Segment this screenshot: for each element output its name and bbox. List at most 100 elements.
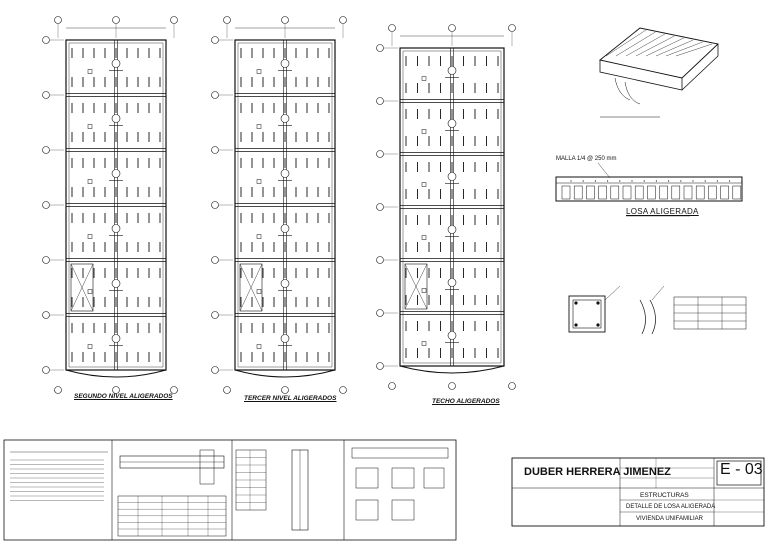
- axis-bubble-left: [211, 91, 219, 99]
- column-rebar: [574, 323, 578, 327]
- axis-bubble-left: [211, 366, 219, 374]
- section-rebar-dot: [668, 180, 670, 182]
- column-rebar: [574, 301, 578, 305]
- balcony-curve: [234, 369, 336, 378]
- section-brick: [732, 185, 742, 200]
- section-marker: [280, 279, 290, 288]
- title-block-frame: [511, 457, 765, 527]
- balcony-curve: [399, 365, 505, 374]
- section-marker: [280, 334, 290, 343]
- axis-bubble-left: [376, 309, 384, 317]
- axis-bubble-left: [42, 146, 50, 154]
- section-rebar-dot: [741, 180, 743, 182]
- values-table: [117, 495, 227, 537]
- iso-slab-side: [681, 44, 719, 91]
- opening-mark: [256, 69, 262, 74]
- opening-mark: [87, 344, 93, 349]
- slab-section-detail: [555, 162, 743, 217]
- axis-bubble-left: [376, 203, 384, 211]
- plan-inner-outline: [237, 42, 333, 368]
- section-marker: [111, 59, 121, 68]
- opening-mark: [87, 234, 93, 239]
- plan-title-techo: TECHO ALIGERADOS: [432, 398, 500, 405]
- axis-bubble-left: [376, 44, 384, 52]
- section-brick: [573, 185, 583, 200]
- section-rebar-dot: [716, 180, 719, 182]
- plan-title-tercer: TERCER NIVEL ALIGERADOS: [244, 395, 337, 402]
- axis-bubble-top: [448, 24, 456, 32]
- detail-sketch: [355, 467, 379, 489]
- balcony-curve: [65, 369, 167, 378]
- iso-joist: [655, 39, 694, 57]
- axis-bubble-top: [281, 16, 289, 24]
- plan-tercer: [211, 16, 347, 394]
- opening-mark: [421, 341, 427, 346]
- section-brick: [683, 185, 693, 200]
- opening-mark: [256, 179, 262, 184]
- section-rebar-dot: [643, 180, 645, 182]
- section-marker: [111, 114, 121, 123]
- opening-mark: [421, 235, 427, 240]
- section-brick: [598, 185, 607, 200]
- iso-joist: [635, 35, 675, 57]
- section-brick: [671, 185, 681, 200]
- malla-leader: [597, 162, 611, 179]
- axis-bubble-top: [388, 24, 396, 32]
- axis-bubble-bottom: [388, 382, 396, 390]
- section-marker: [111, 279, 121, 288]
- stair-diagonal: [404, 263, 428, 310]
- opening-mark: [421, 288, 427, 293]
- plan-inner-outline: [402, 50, 502, 364]
- axis-bubble-left: [211, 256, 219, 264]
- axis-bubble-bottom: [112, 386, 120, 394]
- section-rebar-dot: [570, 180, 572, 182]
- axis-bubble-left: [376, 256, 384, 264]
- plan-segundo: [42, 16, 178, 394]
- losa-section-title: LOSA ALIGERADA: [626, 207, 699, 216]
- iso-joist: [645, 37, 684, 57]
- section-brick: [695, 185, 705, 200]
- section-marker: [280, 114, 290, 123]
- iso-joist: [615, 31, 656, 57]
- iso-joist: [675, 43, 713, 57]
- axis-bubble-left: [42, 201, 50, 209]
- opening-mark: [256, 344, 262, 349]
- project-name: VIVIENDA UNIFAMILIAR: [636, 516, 704, 522]
- opening-mark: [421, 129, 427, 134]
- sheet-code: E - 03: [720, 461, 763, 478]
- section-marker: [447, 331, 457, 340]
- section-brick: [586, 185, 595, 200]
- sheet-title: DETALLE DE LOSA ALIGERADA: [626, 504, 716, 510]
- opening-mark: [421, 182, 427, 187]
- axis-bubble-top: [54, 16, 62, 24]
- designer-name: DUBER HERRERA JIMENEZ: [524, 466, 671, 478]
- plan-outline: [399, 47, 505, 367]
- section-brick: [634, 185, 644, 200]
- section-marker: [111, 334, 121, 343]
- detail-table: [351, 447, 449, 459]
- hook-detail: [639, 299, 646, 335]
- section-rebar-dot: [704, 180, 706, 182]
- iso-leader: [624, 81, 641, 105]
- axis-bubble-left: [376, 362, 384, 370]
- notes-frame: [3, 439, 457, 541]
- axis-bubble-bottom: [448, 382, 456, 390]
- column-stirrup-detail: [568, 285, 747, 335]
- section-marker: [447, 278, 457, 287]
- section-brick: [720, 185, 729, 200]
- axis-bubble-left: [376, 97, 384, 105]
- malla-label: MALLA 1/4 @ 250 mm: [556, 156, 617, 162]
- plan-outline: [234, 39, 336, 371]
- detail-sketch: [355, 499, 379, 521]
- section-rebar-dot: [607, 180, 609, 182]
- section-marker: [447, 172, 457, 181]
- axis-bubble-top: [339, 16, 347, 24]
- axis-bubble-top: [508, 24, 516, 32]
- column-leader: [604, 285, 621, 301]
- axis-bubble-bottom: [281, 386, 289, 394]
- plan-outline: [65, 39, 167, 371]
- opening-mark: [256, 124, 262, 129]
- iso-joist: [605, 29, 647, 57]
- section-marker: [447, 225, 457, 234]
- column-rebar: [596, 323, 600, 327]
